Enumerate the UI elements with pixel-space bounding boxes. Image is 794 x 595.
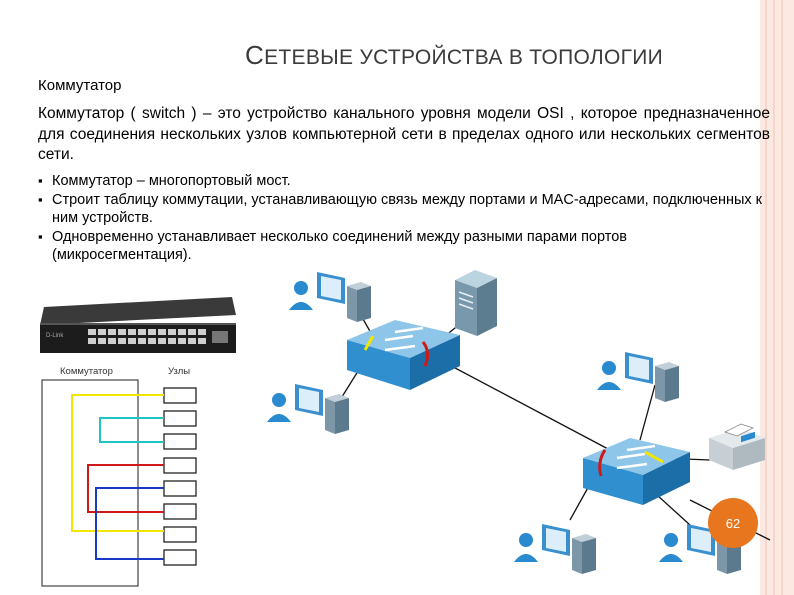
- slide-decoration: [760, 0, 794, 595]
- switch-label: Коммутатор: [60, 366, 113, 377]
- section-subtitle: Коммутатор: [38, 77, 122, 94]
- workstation-icon: [267, 384, 349, 434]
- network-topology-diagram: [267, 270, 771, 574]
- page-title: СЕТЕВЫЕ УСТРОЙСТВА В ТОПОЛОГИИ: [245, 40, 663, 71]
- switch-icon: [347, 320, 460, 390]
- workstation-icon: [289, 272, 371, 322]
- nodes-label: Узлы: [168, 366, 190, 377]
- server-icon: [455, 270, 497, 336]
- definition-paragraph: Коммутатор ( switch ) – это устройство к…: [38, 105, 770, 163]
- bullet-list: Коммутатор – многопортовый мост. Строит …: [38, 172, 770, 265]
- switch-wiring-diagram: Коммутатор Узлы: [41, 366, 197, 587]
- bullet-item: Строит таблицу коммутации, устанавливающ…: [38, 191, 770, 228]
- workstation-icon: [597, 352, 679, 402]
- bullet-item: Одновременно устанавливает несколько сое…: [38, 228, 770, 265]
- switch-icon: [583, 438, 690, 505]
- page-number-badge: 62: [708, 498, 758, 548]
- title-initial: С: [245, 40, 265, 70]
- title-text: ЕТЕВЫЕ УСТРОЙСТВА В ТОПОЛОГИИ: [264, 46, 664, 69]
- workstation-icon: [514, 524, 596, 574]
- bullet-item: Коммутатор – многопортовый мост.: [38, 172, 770, 191]
- svg-text:D-Link: D-Link: [46, 333, 64, 339]
- printer-icon: [709, 423, 765, 470]
- switch-photo: D-Link: [40, 297, 236, 353]
